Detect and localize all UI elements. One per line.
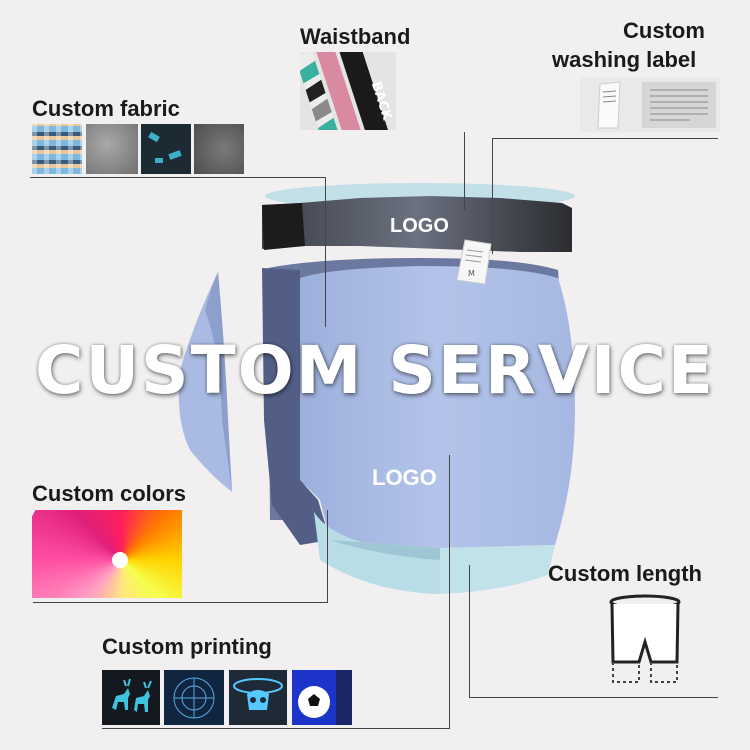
fabric-swatch-print bbox=[141, 124, 191, 174]
connector-printing bbox=[102, 728, 450, 729]
leg-band-left bbox=[314, 512, 440, 594]
connector-colors bbox=[33, 602, 328, 603]
print-swatch-zodiac bbox=[164, 670, 224, 725]
label-washing-label-line2: washing label bbox=[552, 47, 697, 72]
label-washing-label-line1: Custom bbox=[623, 18, 705, 43]
label-waistband: Waistband bbox=[300, 24, 411, 49]
waistband-logo: LOGO bbox=[390, 215, 449, 237]
fabric-swatch-gray bbox=[86, 124, 138, 174]
headline: CUSTOM SERVICE bbox=[35, 332, 715, 409]
print-swatch-soccer bbox=[292, 670, 352, 725]
fabric-swatch-plaid bbox=[32, 124, 82, 174]
print-swatch-skull bbox=[229, 670, 287, 725]
waistband-tag: M bbox=[456, 239, 492, 285]
washing-label-swatch bbox=[580, 78, 720, 132]
fabric-swatch-heather bbox=[194, 124, 244, 174]
leg-band-right bbox=[440, 545, 555, 594]
svg-text:M: M bbox=[468, 269, 475, 278]
label-colors: Custom colors bbox=[32, 481, 187, 506]
connector-washing-label bbox=[492, 138, 718, 139]
label-fabric: Custom fabric bbox=[32, 96, 180, 121]
label-printing: Custom printing bbox=[102, 634, 272, 659]
print-swatch-deer bbox=[102, 670, 160, 725]
waistband-strip bbox=[262, 196, 572, 252]
boxer-length-icon bbox=[609, 594, 681, 683]
waistband-swatch: BACK bbox=[300, 52, 396, 130]
connector-fabric bbox=[30, 177, 326, 178]
label-length: Custom length bbox=[548, 561, 702, 586]
body-logo: LOGO bbox=[372, 465, 437, 490]
connector-length bbox=[469, 697, 718, 698]
garment-front bbox=[300, 266, 575, 548]
connector-waistband bbox=[464, 132, 465, 210]
color-fan-swatch bbox=[32, 510, 182, 598]
